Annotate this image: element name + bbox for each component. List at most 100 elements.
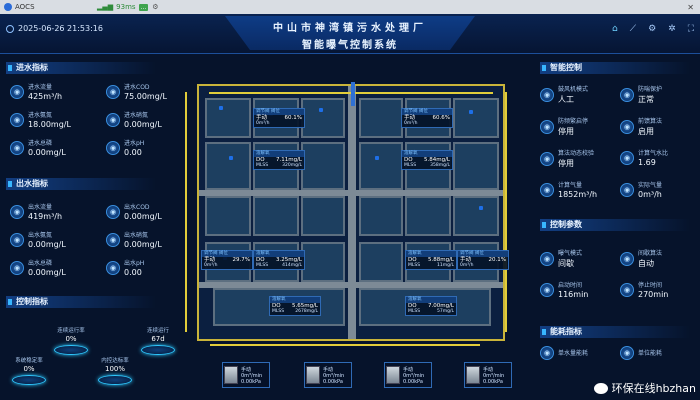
plant-name: 中山市神湾镇污水处理厂: [273, 23, 427, 34]
diffuser-icon: [219, 106, 223, 110]
card-do: 3.25mg/L: [275, 257, 302, 263]
ping-value: 93ms: [116, 3, 136, 11]
card-pct: 29.7%: [232, 257, 250, 263]
clock-icon: [6, 24, 14, 33]
window-titlebar: AOCS ▂▄▆ 93ms ... ⚙ ✕: [0, 0, 700, 14]
wall: [199, 282, 503, 288]
ring-label: 系统稳定率: [15, 358, 43, 364]
metric-label: 出水流量: [28, 204, 53, 211]
metric-item: ◉算法动态校验停用: [540, 148, 594, 169]
app-icon: [4, 3, 12, 11]
blower-mode: 手动: [323, 366, 334, 373]
wall: [199, 190, 503, 196]
metric-label: 单水量能耗: [558, 350, 589, 357]
card-flow: 0m³/h: [460, 263, 474, 268]
metric-label: 进水COD: [124, 84, 150, 91]
gauge-icon: ◉: [620, 182, 634, 197]
card-head: 溶解氧: [270, 297, 320, 303]
gauge-icon: ◉: [540, 151, 554, 166]
gauge-icon: ◉: [540, 251, 554, 266]
blower-mode: 手动: [403, 366, 414, 373]
home-icon[interactable]: ⌂: [612, 24, 618, 34]
card-mlss: 414mg/L: [282, 263, 302, 268]
energy-title: 能耗指标: [540, 326, 690, 338]
system-name: 智能曝气控制系统: [302, 40, 398, 51]
tank: [359, 142, 403, 190]
gauge-icon: ◉: [540, 87, 554, 102]
tank: [453, 196, 499, 236]
gauge-icon: ◉: [620, 87, 634, 102]
outflow-title: 出水指标: [6, 178, 156, 190]
card-mode: 手动: [404, 115, 416, 121]
card-flow: 0m³/h: [404, 121, 418, 126]
tank: [301, 242, 345, 282]
ring-value: 67d: [151, 335, 165, 343]
tank: [301, 196, 345, 236]
metric-label: 出水pH: [124, 260, 145, 267]
metric-label: 出水氨氮: [28, 232, 53, 239]
gear-icon[interactable]: ⚙: [152, 3, 159, 11]
expand-icon[interactable]: ⛶: [687, 24, 694, 34]
metric-value: 停用: [558, 159, 574, 168]
metric-label: 启动时间: [558, 282, 583, 289]
metric-item: ◉鼓风机模式人工: [540, 84, 588, 105]
do-label: DO: [408, 303, 417, 309]
card-head: 溶解氧: [406, 251, 456, 257]
metric-value: 0.00mg/L: [124, 120, 162, 129]
metric-value: 人工: [558, 95, 574, 104]
blower-mode: 手动: [241, 366, 252, 373]
gauge-icon: ◉: [106, 140, 120, 155]
metric-value: 自动: [638, 259, 654, 268]
clock: 2025-06-26 21:53:16: [6, 24, 103, 33]
ring-label: 连续运行: [146, 328, 169, 334]
metric-label: 进水流量: [28, 84, 53, 91]
close-icon[interactable]: ✕: [687, 2, 694, 12]
diffuser-icon: [375, 156, 379, 160]
settings-icon[interactable]: ✲: [668, 24, 676, 34]
metric-label: 计算气水比: [638, 150, 669, 157]
inlet-pipe: [351, 82, 355, 106]
ring-disc: [141, 345, 175, 355]
metric-label: 间歇算法: [638, 250, 663, 257]
tank: [359, 98, 403, 138]
card-head: 溶解氧: [254, 151, 304, 157]
card-mlss: 57mg/L: [437, 309, 454, 314]
mlss-label: MLSS: [256, 263, 269, 268]
do-label: DO: [256, 257, 265, 263]
card-mlss: 11mg/L: [437, 263, 454, 268]
chart-icon[interactable]: ⟋: [629, 24, 637, 34]
metric-value: 0.00: [124, 268, 142, 277]
gauge-icon: ◉: [10, 140, 24, 155]
ring-continuous-run: 连续运行 67d: [133, 326, 183, 355]
tank: [301, 142, 345, 190]
gear-icon[interactable]: ⚙: [648, 24, 657, 34]
metric-label: 曝气模式: [558, 250, 583, 257]
diffuser-icon: [479, 206, 483, 210]
metric-item: ◉防喘保护正常: [620, 84, 662, 105]
card-mode: 手动: [460, 257, 472, 263]
signal-icon: ▂▄▆: [97, 3, 114, 11]
